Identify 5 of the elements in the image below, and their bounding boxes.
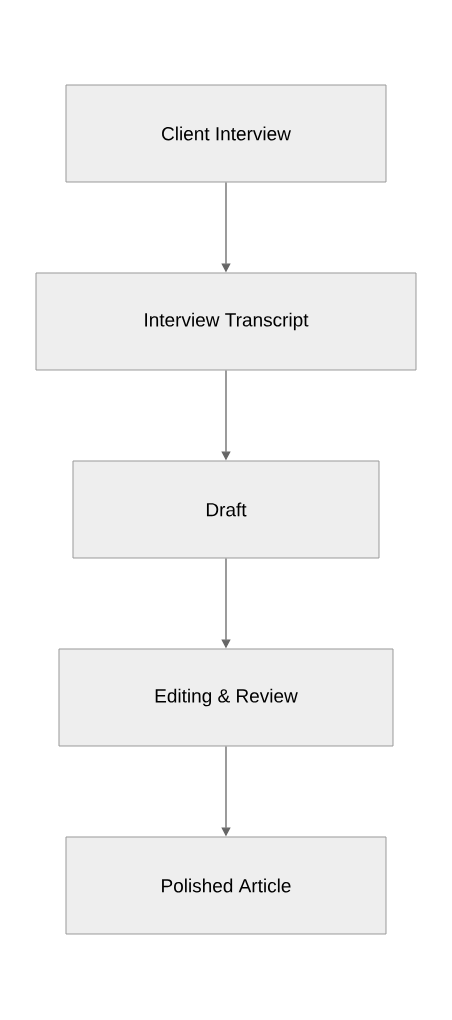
process-box: Editing & Review (58, 648, 394, 747)
process-box: Interview Transcript (35, 272, 417, 371)
process-box: Polished Article (65, 836, 387, 935)
process-box: Draft (72, 460, 380, 559)
process-box: Client Interview (65, 84, 387, 183)
